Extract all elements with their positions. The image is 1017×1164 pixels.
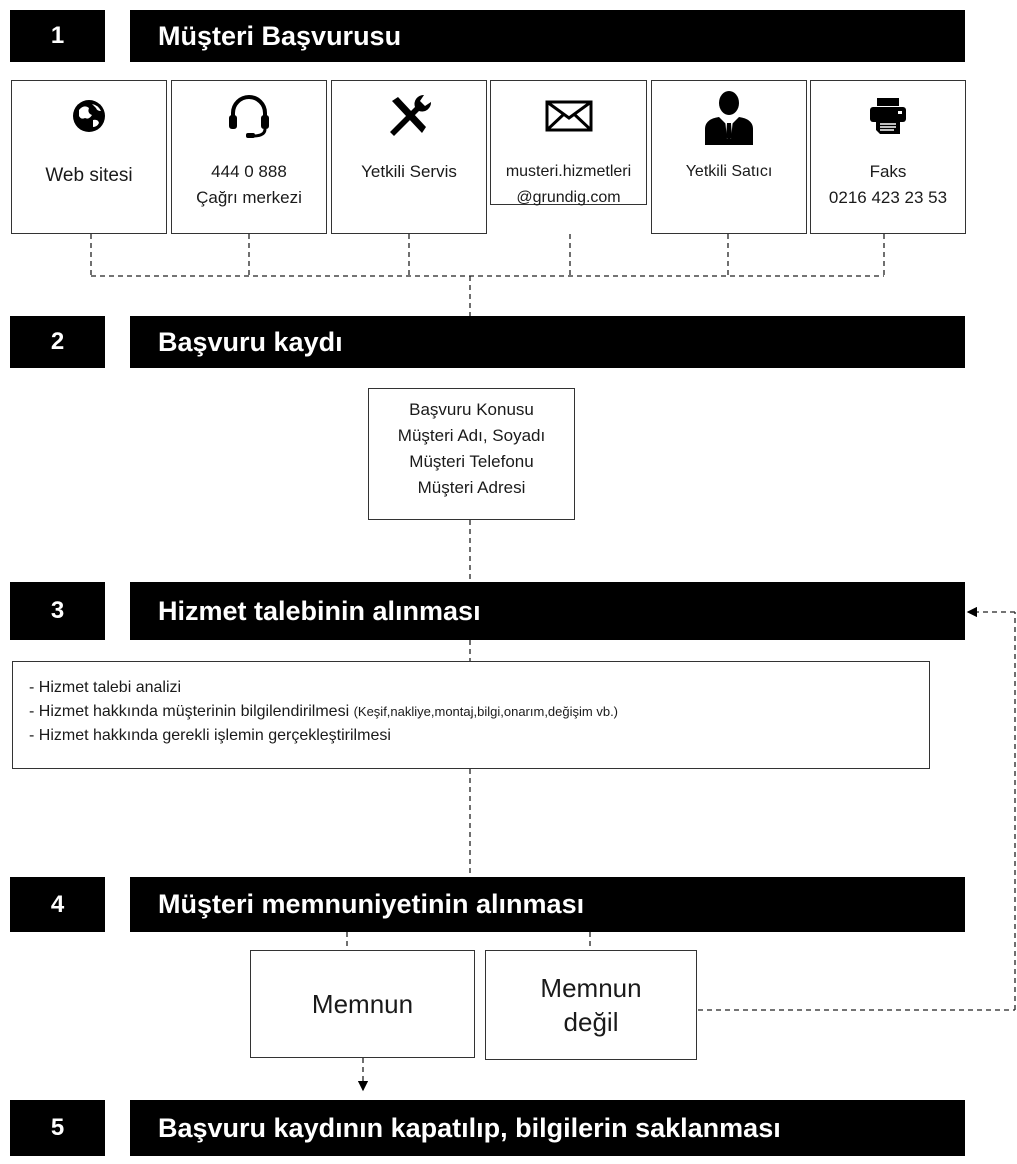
step-5-number: 5 bbox=[10, 1100, 105, 1156]
step-4-title: Müşteri memnuniyetinin alınması bbox=[130, 877, 965, 932]
service-request-item: - Hizmet hakkında gerekli işlemin gerçek… bbox=[29, 727, 391, 744]
channel-phone-number: 444 0 888 bbox=[211, 162, 287, 181]
unsatisfied-label-line1: Memnun bbox=[540, 973, 642, 1003]
globe-icon bbox=[73, 100, 105, 132]
channel-label: Faks bbox=[869, 162, 907, 181]
satisfied-box: Memnun bbox=[250, 950, 475, 1058]
step-3-title: Hizmet talebinin alınması bbox=[130, 582, 965, 640]
registration-field: Müşteri Telefonu bbox=[409, 452, 534, 471]
person-icon bbox=[705, 91, 753, 145]
unsatisfied-label-line2: değil bbox=[563, 1007, 619, 1037]
channel-label: Yetkili Servis bbox=[361, 162, 457, 181]
registration-fields-box: Başvuru Konusu Müşteri Adı, Soyadı Müşte… bbox=[368, 388, 575, 520]
step-2-title: Başvuru kaydı bbox=[130, 316, 965, 368]
channel-web-site: Web sitesi bbox=[11, 80, 167, 234]
headset-icon bbox=[229, 95, 269, 138]
step-5-title: Başvuru kaydının kapatılıp, bilgilerin s… bbox=[130, 1100, 965, 1156]
step-4-number: 4 bbox=[10, 877, 105, 932]
unsatisfied-box: Memnun değil bbox=[485, 950, 697, 1060]
channel-email-user: musteri.hizmetleri bbox=[505, 163, 632, 180]
channel-call-center: 444 0 888 Çağrı merkezi bbox=[171, 80, 327, 234]
service-request-item: - Hizmet talebi analizi bbox=[29, 679, 182, 696]
channel-label: Yetkili Satıcı bbox=[685, 163, 773, 180]
step-3-number: 3 bbox=[10, 582, 105, 640]
registration-field: Müşteri Adresi bbox=[417, 478, 526, 497]
tools-icon bbox=[390, 94, 432, 136]
step-2-number: 2 bbox=[10, 316, 105, 368]
step-1-number: 1 bbox=[10, 10, 105, 62]
channel-authorized-dealer: Yetkili Satıcı bbox=[651, 80, 807, 234]
fax-icon bbox=[870, 98, 906, 134]
channel-label: Web sitesi bbox=[45, 165, 133, 186]
channel-label: Çağrı merkezi bbox=[196, 188, 302, 207]
channel-email: musteri.hizmetleri @grundig.com bbox=[490, 80, 647, 206]
satisfied-label: Memnun bbox=[311, 989, 414, 1019]
registration-field: Müşteri Adı, Soyadı bbox=[397, 426, 546, 445]
service-request-item-text: - Hizmet hakkında müşterinin bilgilendir… bbox=[29, 703, 350, 720]
channel-email-domain: @grundig.com bbox=[516, 189, 621, 206]
service-request-item: - Hizmet hakkında müşterinin bilgilendir… bbox=[29, 700, 929, 724]
service-request-box: - Hizmet talebi analizi - Hizmet hakkınd… bbox=[12, 661, 930, 769]
envelope-icon bbox=[545, 100, 592, 132]
registration-field: Başvuru Konusu bbox=[409, 400, 534, 419]
step-1-title: Müşteri Başvurusu bbox=[130, 10, 965, 62]
channel-authorized-service: Yetkili Servis bbox=[331, 80, 487, 234]
service-request-item-detail: (Keşif,nakliye,montaj,bilgi,onarım,değiş… bbox=[353, 704, 619, 719]
channel-fax-number: 0216 423 23 53 bbox=[828, 188, 948, 207]
channel-fax: Faks 0216 423 23 53 bbox=[810, 80, 966, 234]
